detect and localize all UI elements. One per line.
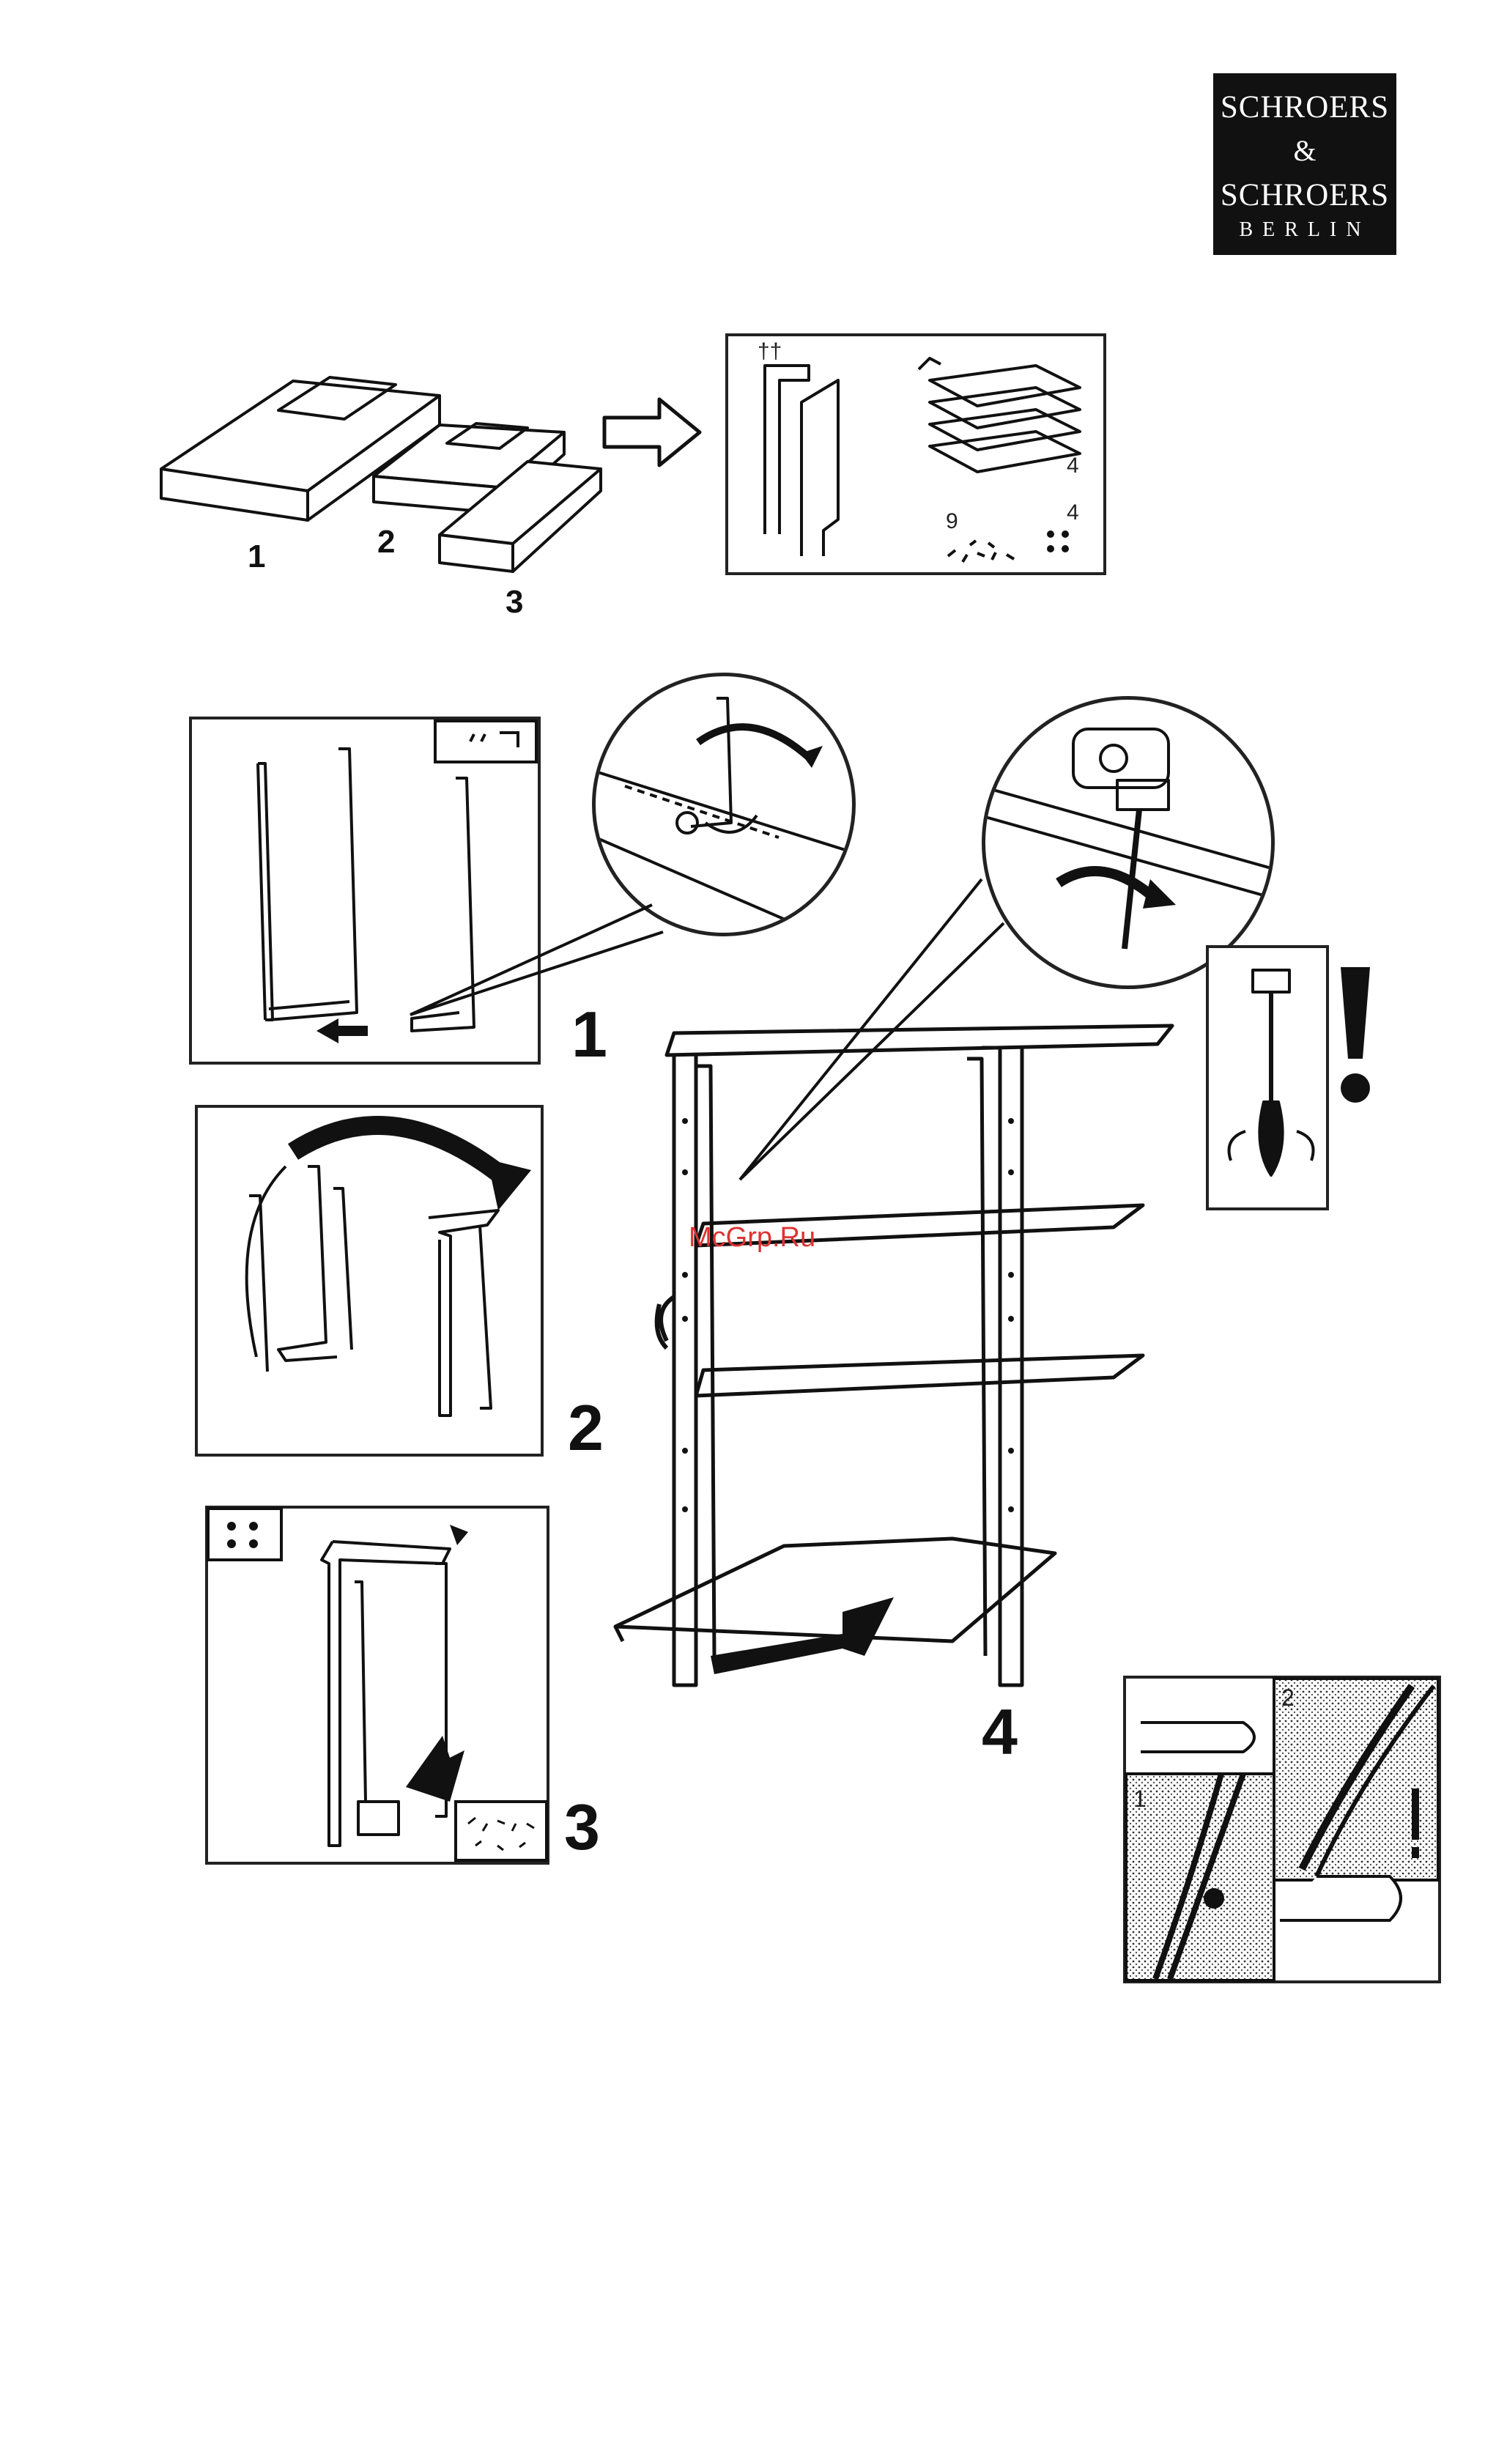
screwdriver-detail-panel [1206, 945, 1329, 1210]
screwdriver-adjust-illustration [1209, 948, 1326, 1207]
warning-exclamation-icon [1333, 967, 1377, 1106]
cable-sub-label-1: 1 [1133, 1787, 1147, 1810]
cable-clip-illustration [1126, 1679, 1438, 1980]
cable-sub-label-2: 2 [1281, 1686, 1295, 1709]
cable-management-panel: 1 2 [1123, 1676, 1441, 1983]
